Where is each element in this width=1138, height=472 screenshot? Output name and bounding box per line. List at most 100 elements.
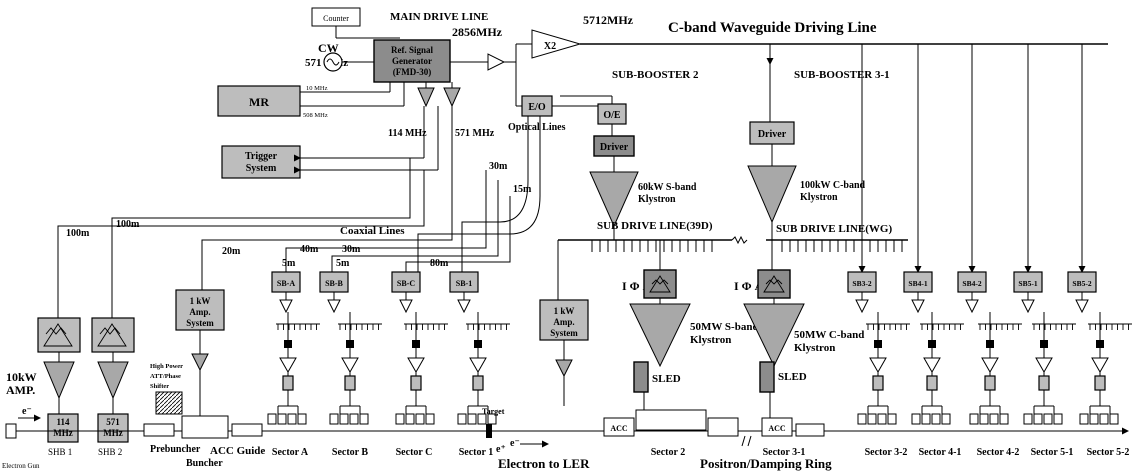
coax-40m: 40m <box>300 244 319 255</box>
sb2-klystron-icon <box>589 171 639 228</box>
amp-114-icon <box>417 87 435 108</box>
coax-80m: 80m <box>430 258 449 269</box>
sector-klystron-icon <box>923 357 941 374</box>
buncher-icon <box>181 415 229 439</box>
sb-amp-icon <box>457 299 471 314</box>
counter-label: Counter <box>323 14 349 23</box>
acc-structure-icon <box>339 413 349 425</box>
antenna-comb-icon <box>1088 323 1132 330</box>
optical-15m-label: 15m <box>513 184 532 195</box>
oe-converter: O/E <box>597 103 627 125</box>
sector-label: Sector 5-2 <box>1087 447 1130 458</box>
sector-klystron-icon <box>1091 357 1109 374</box>
sb2-big-klystron-line2: Klystron <box>690 334 731 346</box>
trigger-system: Trigger System <box>221 145 301 179</box>
cw-label: CW <box>318 41 339 55</box>
sector-label: Sector B <box>332 447 369 458</box>
sector-sled-icon <box>926 375 938 391</box>
break-mark-icon <box>741 435 752 447</box>
sector-label: Sector C <box>396 447 433 458</box>
cband-sb-box: SB5-1 <box>1013 44 1043 314</box>
antenna-comb-icon <box>466 323 510 330</box>
acc-structure-icon <box>359 413 369 425</box>
sector-driver-icon <box>284 340 292 348</box>
sb-box-group: SB-A SB-B SB-C SB-1 <box>271 271 479 314</box>
sector-sled-icon <box>872 375 884 391</box>
sb3-sled-label: SLED <box>778 371 807 383</box>
acc-structure-icon <box>415 413 425 425</box>
sb3-klystron-line1: 100kW C-band <box>800 180 866 191</box>
acc-structure-icon <box>287 413 297 425</box>
acc-structure-icon <box>931 413 941 425</box>
sector-label: Sector 3-1 <box>763 447 806 458</box>
antenna-comb-icon <box>920 323 964 330</box>
acc-structure-icon <box>329 413 339 425</box>
cband-sb-label: SB5-2 <box>1072 279 1091 288</box>
sb-box: SB-B <box>319 271 349 314</box>
sector-sled-icon <box>282 375 294 391</box>
sector-driver-icon <box>986 340 994 348</box>
sb3-sled-icon <box>759 361 775 393</box>
antenna-comb-icon <box>866 323 910 330</box>
sector3-acc-box <box>761 417 793 437</box>
shb1: 114 MHz <box>47 413 79 443</box>
sector-label: Sector 1 <box>459 447 494 458</box>
cband-sb-amp-icon <box>855 299 869 314</box>
cband-sb-box: SB3-2 <box>847 44 877 314</box>
sector-sled-icon <box>1038 375 1050 391</box>
antenna-comb-icon <box>978 323 1022 330</box>
sector2-module <box>635 409 707 431</box>
sector-klystron-icon <box>279 357 297 374</box>
shb1-box-line1: 114 <box>56 417 70 427</box>
amp10kw-line1: 10kW <box>6 370 37 384</box>
acc-structure-icon <box>887 413 897 425</box>
coaxial-lines-label: Coaxial Lines <box>340 225 405 237</box>
sb3-iphia: I Φ A <box>734 269 791 299</box>
sb3-sub-drive-label: SUB DRIVE LINE(WG) <box>776 223 892 235</box>
optical-30m-label: 30m <box>489 161 508 172</box>
cband-sb-box: SB5-2 <box>1067 44 1097 314</box>
x2-multiplier <box>531 29 582 59</box>
trigger-line2: System <box>246 163 277 174</box>
coax-20m: 20m <box>222 246 241 257</box>
sb-box: SB-C <box>391 271 421 314</box>
sb3-big-klystron-line1: 50MW C-band <box>794 329 864 341</box>
sb3-big-klystron-line2: Klystron <box>794 342 835 354</box>
sb3-title: SUB-BOOSTER 3-1 <box>794 69 890 81</box>
sector-label: Sector A <box>272 447 309 458</box>
acc-structure-icon <box>979 413 989 425</box>
f571-label: 571 MHz <box>455 128 495 139</box>
ref-gen-line3: (FMD-30) <box>393 67 431 77</box>
acc-structure-icon <box>999 413 1009 425</box>
sector-sled-icon <box>984 375 996 391</box>
oe-label: O/E <box>603 110 621 121</box>
sb-box-label: SB-C <box>397 279 415 288</box>
sector-label: Sector 3-2 <box>865 447 908 458</box>
amp2-line2: Amp. <box>553 317 574 327</box>
amp10kw-block-2 <box>91 317 135 353</box>
acc-structure-icon <box>267 413 277 425</box>
sector2-acc-label: ACC <box>610 424 628 433</box>
sb-box-label: SB-1 <box>456 279 472 288</box>
acc-structure-icon <box>457 413 467 425</box>
coax-5m-a: 5m <box>282 258 296 269</box>
sector-klystron-chain <box>857 312 910 425</box>
eo-label: E/O <box>528 102 545 113</box>
amp10kw-tri-2 <box>97 361 129 400</box>
ref-gen-line2: Generator <box>392 56 432 66</box>
sb2-sub-drive-label: SUB DRIVE LINE(39D) <box>597 220 713 232</box>
sector-group <box>267 312 1132 425</box>
main-drive-line-label: MAIN DRIVE LINE <box>390 11 488 23</box>
sb3-driver-label: Driver <box>758 129 787 140</box>
amp-system-1: 1 kW Amp. System <box>175 289 225 331</box>
counter: Counter <box>311 7 361 27</box>
amp-571-icon <box>443 87 461 108</box>
amp1-line3: System <box>186 318 214 328</box>
sector-driver-icon <box>874 340 882 348</box>
acc-guide-icon <box>231 423 263 437</box>
acc-structure-icon <box>1089 413 1099 425</box>
acc-structure-icon <box>1079 413 1089 425</box>
sb-box: SB-A <box>271 271 301 314</box>
sector-klystron-icon <box>407 357 425 374</box>
